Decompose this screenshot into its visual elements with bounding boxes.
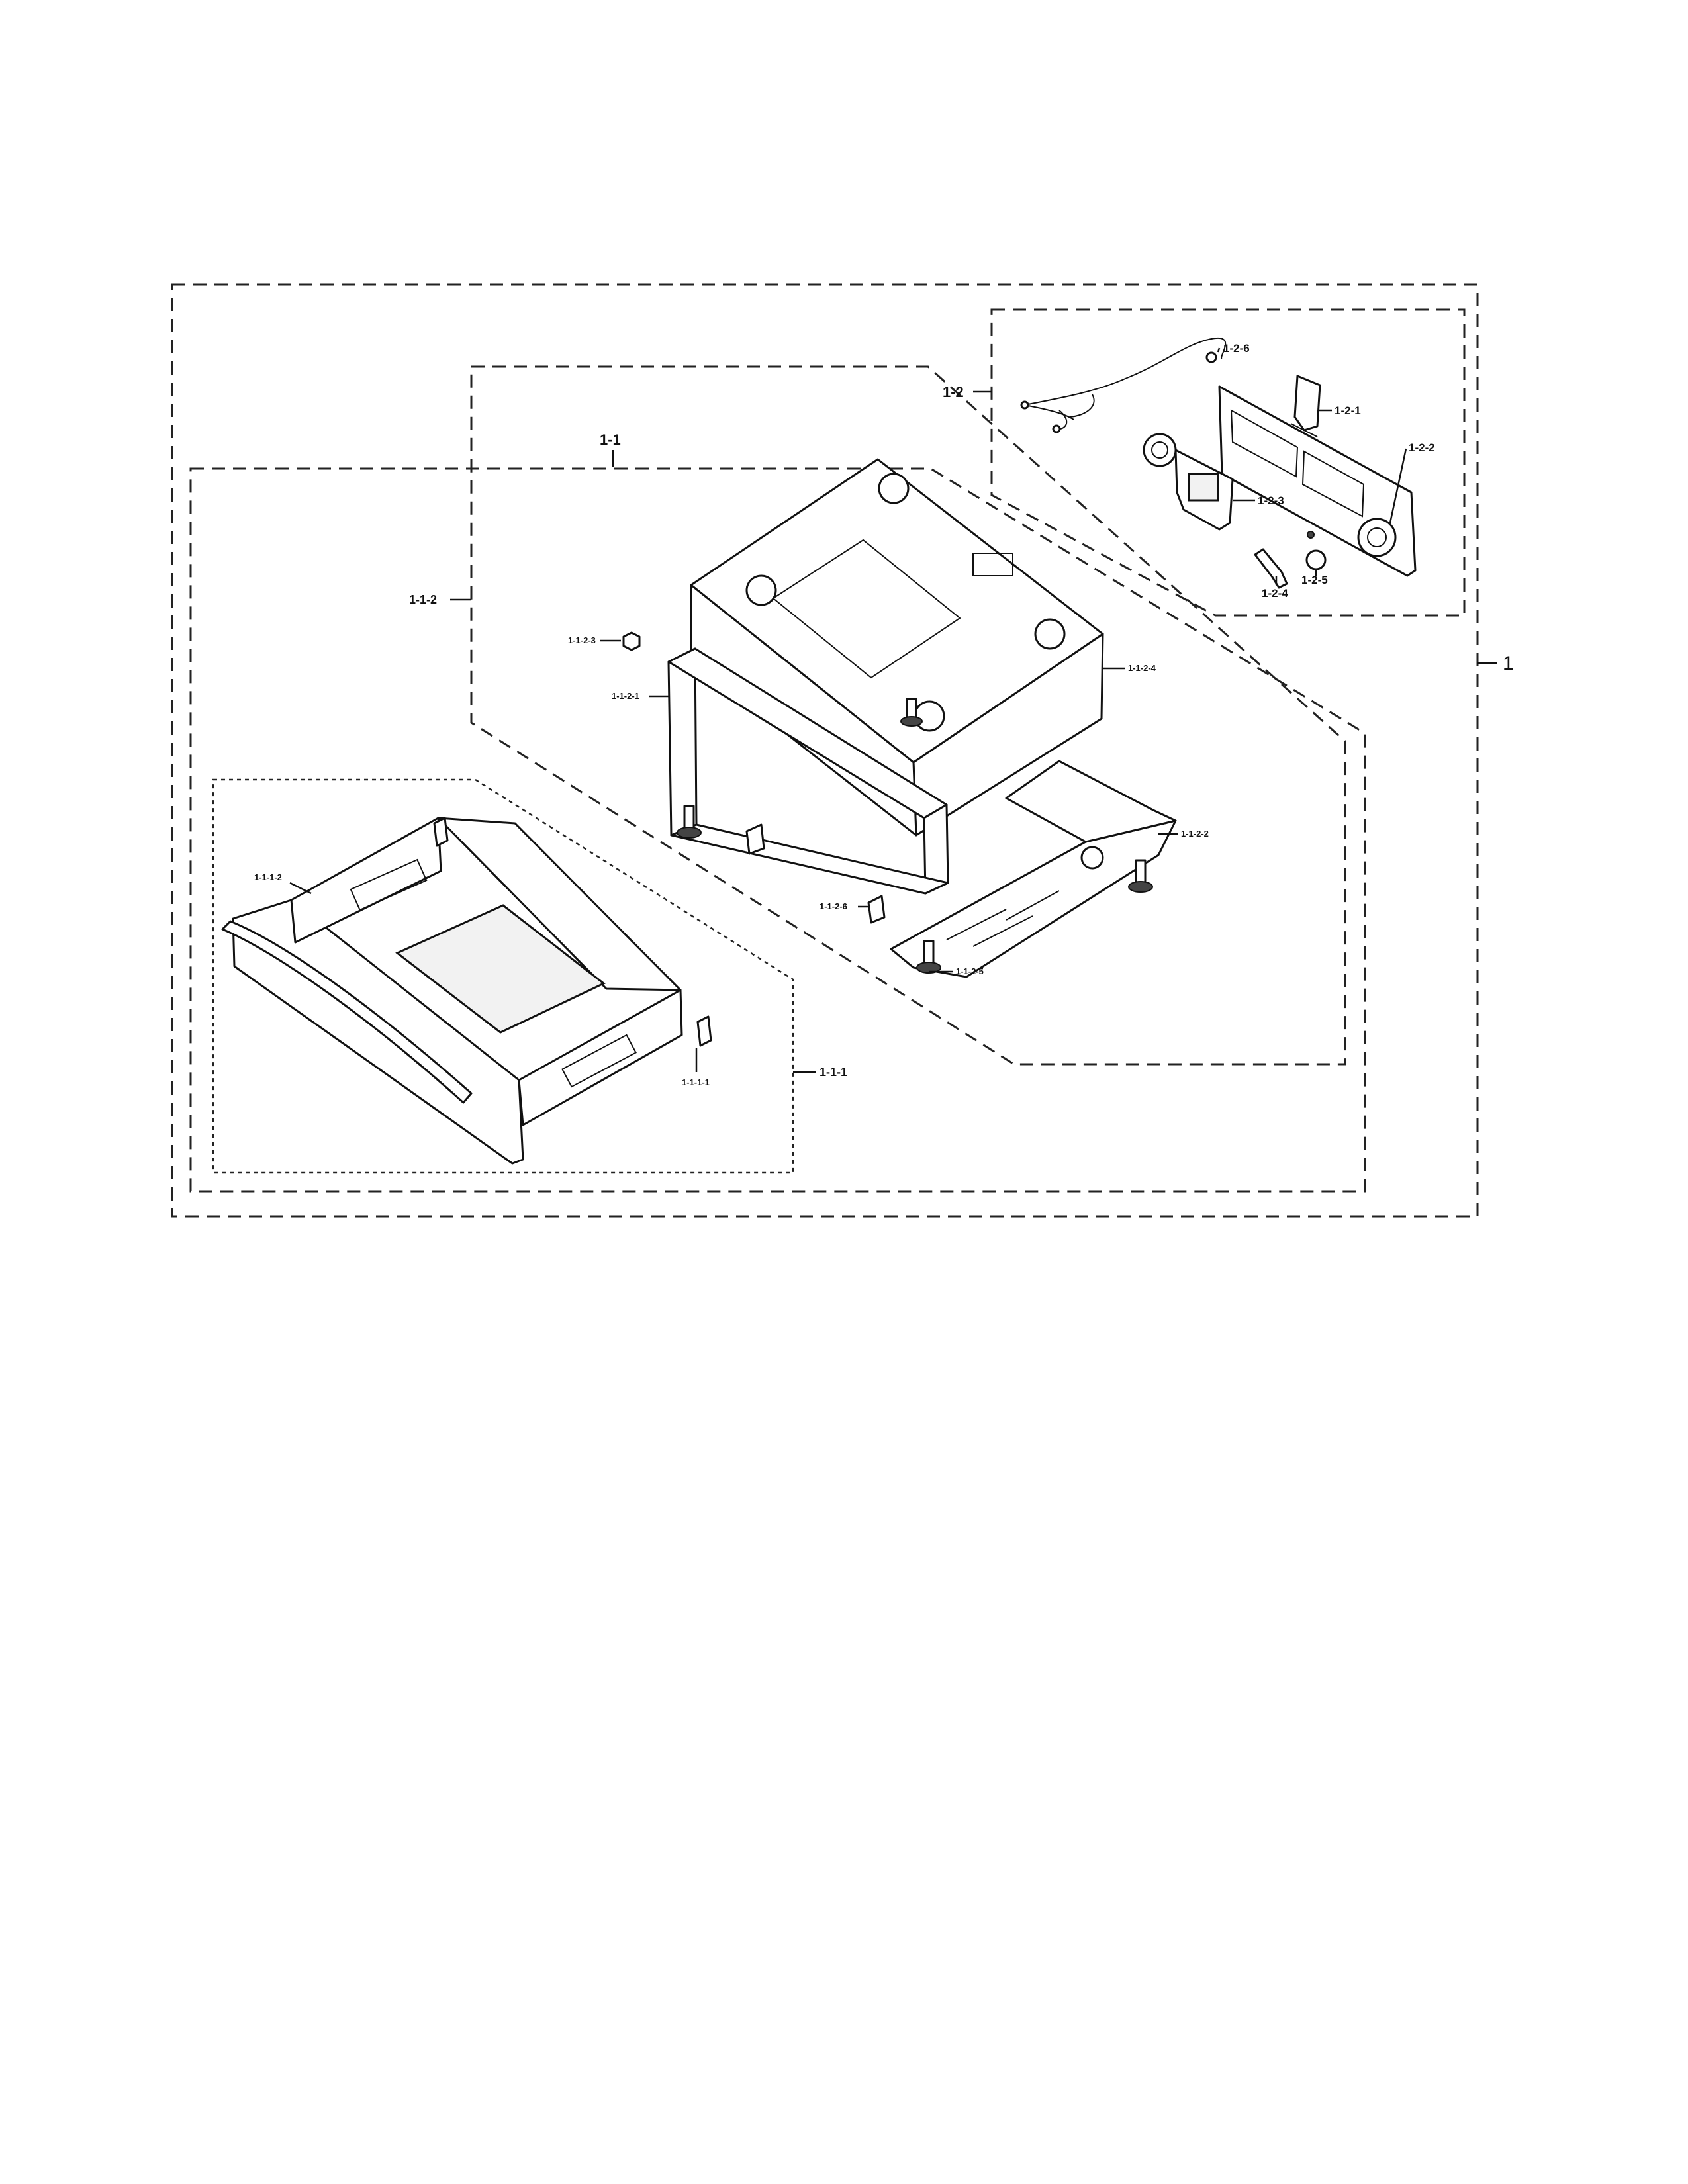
harness-and-valve-group	[1020, 337, 1417, 589]
drawer-back-wall	[437, 817, 682, 991]
bracket-fill-port	[1357, 518, 1397, 557]
label-part-1-1-1-1: 1-1-1-1	[682, 1077, 710, 1087]
top-cover-pad-4	[914, 700, 945, 732]
label-part-1-2-5: 1-2-5	[1301, 574, 1328, 586]
drawer-side-slot-1	[350, 858, 428, 911]
assembly-1-1-1-outline	[212, 778, 794, 1174]
assembly-1-2-outline	[990, 308, 1466, 617]
front-frame-bottom-rail	[670, 823, 949, 895]
label-part-1-1-2-4: 1-1-2-4	[1128, 663, 1156, 673]
label-assembly-1-1-1: 1-1-1	[820, 1066, 847, 1079]
bracket-fill-port-inner	[1367, 527, 1387, 547]
label-assembly-1-1: 1-1	[600, 432, 621, 448]
assembly-1-1-2-outline	[470, 365, 1346, 1066]
drawer-group	[221, 817, 712, 1165]
leveling-leg-1	[677, 805, 702, 839]
label-part-1-2-2: 1-2-2	[1409, 441, 1435, 454]
label-part-1-2-3: 1-2-3	[1258, 494, 1284, 507]
sensor-body	[1305, 549, 1327, 570]
clip-bracket-2	[745, 823, 765, 855]
top-cover-pad-2	[878, 473, 910, 504]
harness-terminal-b	[1052, 424, 1061, 433]
wire-harness	[1024, 337, 1227, 430]
hose-fitting	[1254, 548, 1288, 589]
water-valve-coil	[1188, 473, 1219, 502]
harness-connector-end	[1205, 351, 1217, 363]
assembly-boundaries	[171, 283, 1479, 1218]
label-part-1-1-2-6: 1-1-2-6	[820, 901, 847, 911]
water-valve-inlet-inner	[1151, 441, 1168, 459]
label-part-1-1-2-2: 1-1-2-2	[1181, 829, 1209, 839]
leveling-leg-4	[900, 698, 923, 727]
label-assembly-1-2: 1-2	[943, 384, 964, 400]
assembly-1-outline	[171, 283, 1479, 1218]
label-part-1-2-6: 1-2-6	[1223, 342, 1250, 355]
leveling-leg-2	[916, 940, 941, 974]
drawer-left-wall	[290, 817, 442, 944]
harness-terminal-a	[1020, 400, 1029, 410]
small-bracket	[1293, 375, 1321, 432]
top-cover-pad-1	[745, 574, 777, 606]
label-part-1-1-2-1: 1-1-2-1	[612, 691, 639, 701]
leveling-leg-3	[1128, 859, 1153, 893]
drawer-clip-top	[433, 817, 449, 847]
drawer-right-wall	[518, 989, 683, 1126]
pedestal-frame-group	[622, 458, 1177, 978]
top-cover-pad-3	[1034, 618, 1066, 650]
label-part-1-1-2-5: 1-1-2-5	[956, 966, 984, 976]
label-part-1-2-4: 1-2-4	[1262, 587, 1288, 600]
label-part-1-2-1: 1-2-1	[1335, 404, 1361, 417]
top-cover-tab	[972, 553, 1013, 576]
nut	[622, 631, 641, 651]
top-cover-panel-recess	[772, 539, 961, 679]
drawer-floor	[395, 904, 606, 1034]
label-assembly-1-1-2: 1-1-2	[409, 593, 437, 606]
base-plate-slots	[946, 890, 1060, 947]
label-part-1-1-1-2: 1-1-1-2	[254, 872, 282, 882]
label-assembly-1: 1	[1503, 653, 1514, 674]
leader-lines	[289, 347, 1497, 1073]
drawer-handle	[221, 920, 473, 1104]
drawer-side-slot-2	[561, 1034, 637, 1088]
base-plate-hole	[1080, 846, 1104, 870]
base-plate-rear	[1005, 760, 1177, 843]
drawer-clip-side	[696, 1015, 712, 1047]
clip-bracket	[867, 895, 886, 924]
water-valve-inlet	[1143, 433, 1177, 467]
part-labels: 1 1-2 1-1 1-1-2 1-1-1 1-1-1-1 1-1-1-2 1-…	[254, 342, 1514, 1087]
assembly-1-1-outline	[189, 467, 1366, 1193]
label-part-1-1-2-3: 1-1-2-3	[568, 635, 596, 645]
sensor-pin	[1307, 531, 1315, 539]
